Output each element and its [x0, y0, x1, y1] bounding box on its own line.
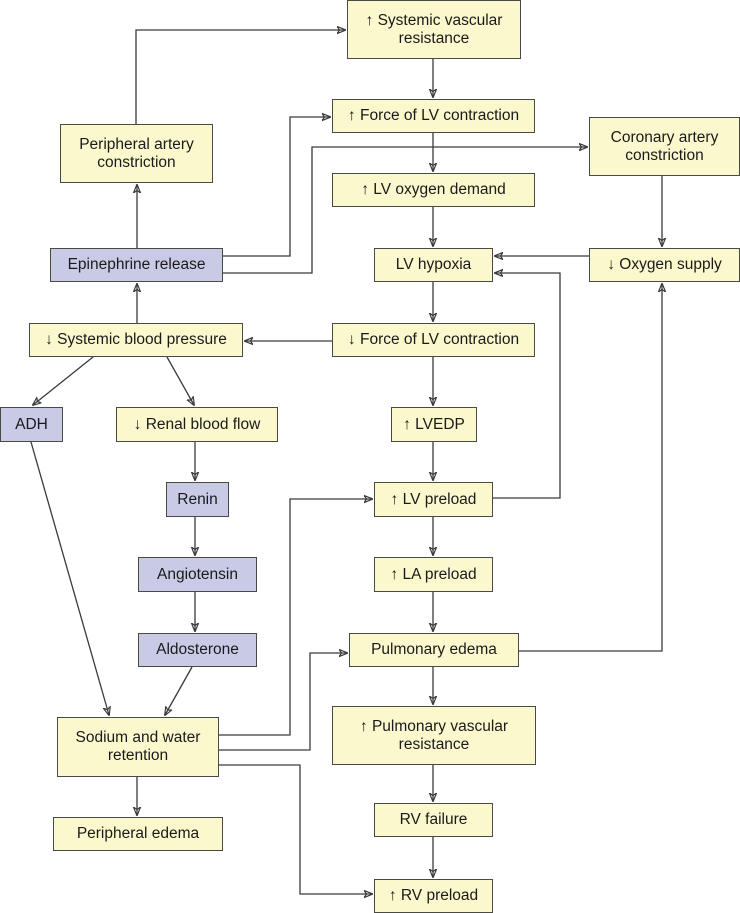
node-label: ↓ Systemic blood pressure	[45, 331, 227, 348]
node-label: ↑ LV oxygen demand	[361, 181, 506, 198]
node-label: Peripheral artery constriction	[79, 135, 194, 171]
node-lv-preload: ↑ LV preload	[374, 482, 493, 517]
node-pulmonary-vascular-resistance: ↑ Pulmonary vascular resistance	[332, 706, 536, 765]
node-label: Coronary artery constriction	[610, 128, 719, 164]
node-peripheral-artery-constriction: Peripheral artery constriction	[60, 124, 213, 183]
node-label: Sodium and water retention	[75, 729, 201, 764]
node-systemic-blood-pressure: ↓ Systemic blood pressure	[29, 323, 243, 357]
node-label: ↑ LA preload	[390, 565, 477, 583]
node-label: Epinephrine release	[67, 256, 206, 273]
node-label: ADH	[15, 415, 48, 433]
node-rv-preload: ↑ RV preload	[374, 879, 493, 913]
edge-sodium-water-to-rv-preload	[219, 764, 372, 894]
edge-periph-artery-to-svr	[135, 30, 345, 124]
edge-lv-preload-to-hypoxia	[493, 273, 561, 499]
node-label: Angiotensin	[156, 565, 238, 583]
node-label: ↑ Pulmonary vascular resistance	[359, 717, 509, 753]
node-label: LV hypoxia	[395, 256, 472, 273]
edge-pulm-edema-to-o2-supply	[519, 284, 662, 652]
node-label: ↑ LVEDP	[403, 415, 465, 433]
node-label: Peripheral edema	[76, 825, 200, 842]
node-label: ↓ Force of LV contraction	[347, 331, 520, 348]
node-label: ↓ Oxygen supply	[607, 256, 722, 273]
edge-sodium-water-to-pulm-edema	[219, 653, 347, 751]
node-label: Aldosterone	[156, 641, 239, 658]
node-label: ↑ LV preload	[390, 490, 477, 508]
node-decreased-lv-contraction-force: ↓ Force of LV contraction	[332, 323, 535, 357]
node-label: Pulmonary edema	[371, 641, 497, 658]
node-systemic-vascular-resistance: ↑ Systemic vascular resistance	[347, 0, 521, 59]
edge-systemic-bp-to-adh	[33, 356, 94, 405]
node-label: ↑ Systemic vascular resistance	[365, 11, 503, 47]
node-increased-lv-contraction-force: ↑ Force of LV contraction	[332, 99, 535, 133]
node-label: ↓ Renal blood flow	[133, 415, 261, 433]
node-angiotensin: Angiotensin	[138, 557, 257, 592]
edge-epinephrine-to-coronary	[223, 147, 587, 274]
node-rv-failure: RV failure	[374, 803, 493, 837]
node-pulmonary-edema: Pulmonary edema	[349, 633, 519, 667]
node-lv-hypoxia: LV hypoxia	[374, 248, 493, 282]
edge-adh-to-sodium-water	[30, 441, 109, 715]
edge-systemic-bp-to-renal	[166, 356, 194, 405]
node-adh: ADH	[0, 407, 63, 442]
node-epinephrine-release: Epinephrine release	[50, 248, 223, 282]
edge-epinephrine-to-force-up	[223, 117, 330, 257]
node-coronary-artery-constriction: Coronary artery constriction	[589, 117, 740, 176]
edge-sodium-water-to-lv-preload	[219, 499, 372, 736]
node-aldosterone: Aldosterone	[138, 633, 257, 667]
node-renal-blood-flow: ↓ Renal blood flow	[116, 407, 278, 442]
node-peripheral-edema: Peripheral edema	[53, 817, 223, 851]
node-oxygen-supply: ↓ Oxygen supply	[589, 248, 740, 282]
edge-aldosterone-to-sodium-water	[165, 666, 193, 715]
node-label: ↑ Force of LV contraction	[347, 107, 520, 124]
node-sodium-water-retention: Sodium and water retention	[57, 717, 219, 777]
node-label: RV failure	[399, 811, 468, 828]
node-lv-oxygen-demand: ↑ LV oxygen demand	[332, 173, 535, 207]
node-renin: Renin	[166, 482, 229, 517]
node-lvedp: ↑ LVEDP	[391, 407, 477, 442]
node-label: Renin	[177, 490, 218, 508]
node-la-preload: ↑ LA preload	[374, 557, 493, 592]
node-label: ↑ RV preload	[388, 887, 479, 904]
